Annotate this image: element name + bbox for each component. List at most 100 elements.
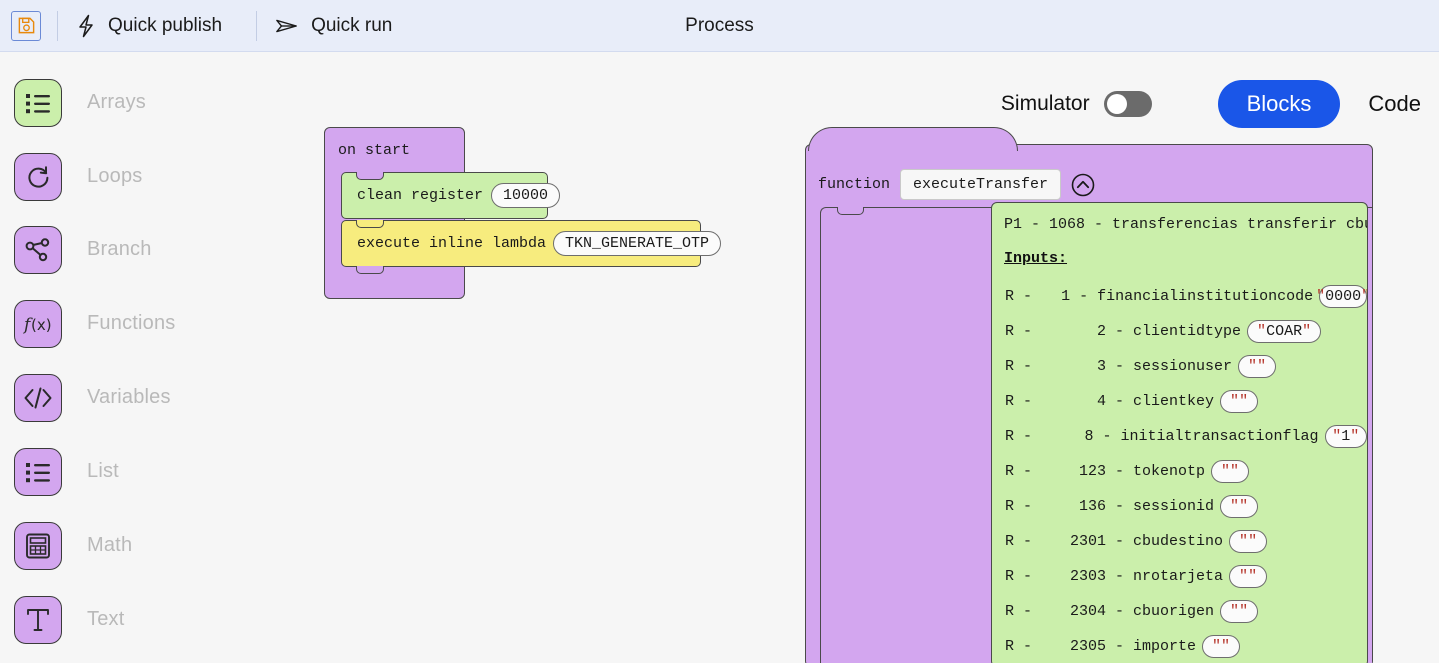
- input-name: - sessionuser: [1115, 358, 1233, 375]
- block-notch: [356, 220, 384, 228]
- code-brackets-icon: [14, 373, 62, 422]
- input-required-flag: R -: [1005, 393, 1033, 410]
- calculator-icon: [14, 521, 62, 570]
- input-required-flag: R -: [1005, 288, 1033, 305]
- input-required-flag: R -: [1005, 463, 1033, 480]
- on-start-label: on start: [338, 142, 411, 159]
- tab-blocks[interactable]: Blocks: [1217, 80, 1341, 128]
- palette-item-text[interactable]: Text: [0, 583, 229, 656]
- quick-run-label: Quick run: [311, 14, 393, 36]
- palette-item-label: List: [87, 460, 119, 482]
- palette-item-arrays[interactable]: Arrays: [0, 66, 229, 139]
- palette-item-functions[interactable]: f(x) Functions: [0, 287, 229, 360]
- palette-item-variables[interactable]: Variables: [0, 361, 229, 434]
- toolbar-divider-2: [256, 10, 258, 41]
- toggle-knob: [1106, 94, 1127, 114]
- input-required-flag: R -: [1005, 638, 1033, 655]
- clean-register-label: clean register: [357, 187, 484, 204]
- input-value-field[interactable]: "": [1229, 565, 1268, 588]
- clean-register-value[interactable]: 10000: [491, 183, 561, 208]
- palette-item-branch[interactable]: Branch: [0, 213, 229, 286]
- function-keyword: function: [818, 176, 891, 193]
- toolbar-divider-1: [57, 10, 58, 41]
- input-name: - tokenotp: [1115, 463, 1206, 480]
- input-value-field[interactable]: "": [1220, 600, 1259, 623]
- block-service-inputs[interactable]: P1 - 1068 - transferencias transferir cb…: [991, 202, 1368, 663]
- simulator-label: Simulator: [1000, 92, 1090, 115]
- input-name: - clientidtype: [1115, 323, 1242, 340]
- input-name: - initialtransactionflag: [1102, 428, 1319, 445]
- input-required-flag: R -: [1005, 533, 1033, 550]
- input-row: R - 1 - financialinstitutioncode"0000": [992, 279, 1367, 314]
- save-button[interactable]: [11, 10, 41, 41]
- input-value-field[interactable]: "": [1238, 355, 1277, 378]
- input-value-field[interactable]: "": [1211, 460, 1250, 483]
- input-name: - nrotarjeta: [1115, 568, 1224, 585]
- block-clean-register[interactable]: clean register 10000: [341, 172, 561, 219]
- function-header: function executeTransfer: [818, 169, 1095, 200]
- input-id: 8: [1084, 428, 1094, 445]
- input-value-field[interactable]: "COAR": [1247, 320, 1322, 343]
- block-notch: [837, 207, 864, 215]
- svg-text:(x): (x): [31, 316, 52, 334]
- refresh-loop-icon: [14, 152, 62, 201]
- palette-item-list[interactable]: List: [0, 435, 229, 508]
- input-row: R - 2303 - nrotarjeta "": [992, 559, 1367, 594]
- paper-plane-icon: [275, 16, 299, 36]
- input-required-flag: R -: [1005, 358, 1033, 375]
- simulator-toggle[interactable]: [1103, 91, 1152, 117]
- input-row: R - 123 - tokenotp "": [992, 454, 1367, 489]
- palette-item-loops[interactable]: Loops: [0, 140, 229, 213]
- tab-code[interactable]: Code: [1368, 91, 1421, 116]
- palette-item-label: Arrays: [87, 91, 146, 113]
- input-value-field[interactable]: "0000": [1316, 285, 1367, 308]
- input-name: - clientkey: [1115, 393, 1215, 410]
- block-notch-bottom: [356, 266, 384, 274]
- palette-item-label: Math: [87, 534, 133, 556]
- input-id: 2305: [1070, 638, 1107, 655]
- inputs-section-heading: Inputs:: [1004, 250, 1068, 267]
- input-row: R - 8 - initialtransactionflag "1": [992, 419, 1367, 454]
- palette-item-partial[interactable]: [0, 657, 229, 663]
- input-id: 1: [1061, 288, 1071, 305]
- input-id: 2303: [1070, 568, 1107, 585]
- input-id: 123: [1079, 463, 1107, 480]
- input-name: - financialinstitutioncode: [1079, 288, 1314, 305]
- input-row: R -2305- importe"": [992, 629, 1367, 663]
- quick-publish-button[interactable]: Quick publish: [58, 0, 240, 52]
- input-id: 3: [1097, 358, 1107, 375]
- palette-item-math[interactable]: Math: [0, 509, 229, 582]
- input-value-field[interactable]: "": [1202, 635, 1241, 658]
- input-value-field[interactable]: "": [1229, 530, 1268, 553]
- input-value-field[interactable]: "1": [1324, 425, 1367, 448]
- execute-lambda-value[interactable]: TKN_GENERATE_OTP: [553, 231, 722, 256]
- input-value-field[interactable]: "": [1220, 390, 1259, 413]
- lightning-bolt-icon: [76, 14, 96, 38]
- function-fx-icon: f(x): [14, 299, 62, 348]
- input-id: 2: [1097, 323, 1107, 340]
- input-name: - sessionid: [1115, 498, 1215, 515]
- input-row: R -136- sessionid"": [992, 489, 1367, 524]
- palette-item-label: Branch: [87, 238, 152, 260]
- block-execute-inline-lambda[interactable]: execute inline lambda TKN_GENERATE_OTP: [341, 220, 722, 274]
- input-required-flag: R -: [1005, 568, 1033, 585]
- input-row: R -2304- cbuorigen"": [992, 594, 1367, 629]
- chevron-up-circle-icon[interactable]: [1071, 173, 1095, 197]
- palette-item-label: Functions: [87, 312, 176, 334]
- text-t-icon: [14, 595, 62, 644]
- top-toolbar: Quick publish Quick run Process: [0, 0, 1439, 52]
- input-value-field[interactable]: "": [1220, 495, 1259, 518]
- blocks-canvas[interactable]: Simulator Blocks Code on start clean reg…: [229, 52, 1439, 663]
- input-required-flag: R -: [1005, 498, 1033, 515]
- input-required-flag: R -: [1005, 428, 1033, 445]
- quick-publish-label: Quick publish: [108, 14, 223, 36]
- bullet-list-icon: [14, 447, 62, 496]
- palette-item-label: Loops: [87, 165, 143, 187]
- input-name: - cbuorigen: [1115, 603, 1215, 620]
- quick-run-button[interactable]: Quick run: [257, 0, 410, 52]
- inputs-row-list: R - 1 - financialinstitutioncode"0000" R - 2…: [992, 279, 1367, 663]
- input-row: R -2- clientidtype"COAR": [992, 314, 1367, 349]
- function-name-field[interactable]: executeTransfer: [900, 169, 1062, 200]
- save-disk-icon: [18, 17, 34, 34]
